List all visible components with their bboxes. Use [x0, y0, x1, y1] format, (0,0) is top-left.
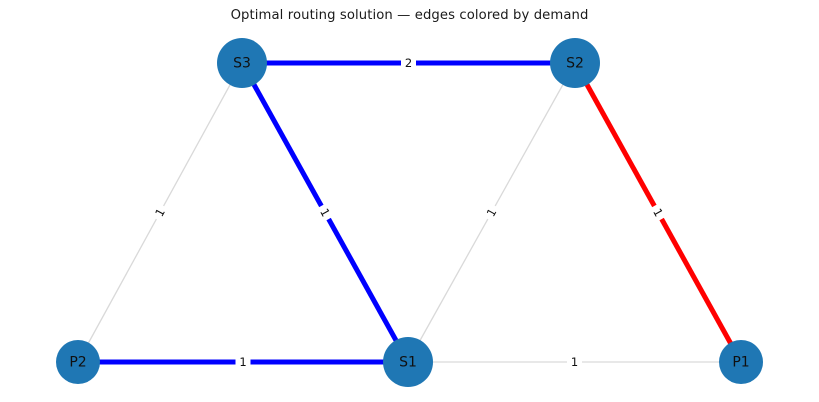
node-circle[interactable] — [719, 340, 763, 384]
edge-labels-layer: 2 1 1 1 1 1 1 — [149, 55, 669, 370]
edge-label-group: 1 — [567, 354, 582, 370]
graph-node-p2[interactable]: P2 — [56, 340, 100, 384]
graph-node-s3[interactable]: S3 — [217, 38, 267, 88]
edge-label-group: 1 — [149, 202, 171, 223]
edges-layer — [77, 60, 744, 365]
graph-node-s1[interactable]: S1 — [383, 337, 433, 387]
node-circle[interactable] — [217, 38, 267, 88]
figure-title: Optimal routing solution — edges colored… — [230, 8, 589, 23]
edge-label-background — [149, 202, 171, 223]
edge-label-background — [567, 354, 582, 370]
edge-label-group: 1 — [235, 354, 251, 370]
edge-label-group: 1 — [481, 202, 502, 223]
edge-label-background — [481, 202, 502, 223]
graph-node-s2[interactable]: S2 — [550, 38, 600, 88]
node-circle[interactable] — [56, 340, 100, 384]
edge-label-background — [401, 55, 416, 71]
edge-label-group: 1 — [314, 202, 336, 223]
edge-label: 1 — [571, 355, 578, 369]
edge-label-background — [314, 202, 336, 223]
edge-label-background — [235, 354, 251, 370]
edge-label-group: 2 — [401, 55, 416, 71]
edge-label-group: 1 — [647, 202, 669, 223]
edge-label-background — [647, 202, 669, 223]
graph-node-p1[interactable]: P1 — [719, 340, 763, 384]
edge-label: 2 — [405, 56, 412, 70]
edge-label: 1 — [239, 355, 246, 369]
node-circle[interactable] — [550, 38, 600, 88]
node-circle[interactable] — [383, 337, 433, 387]
